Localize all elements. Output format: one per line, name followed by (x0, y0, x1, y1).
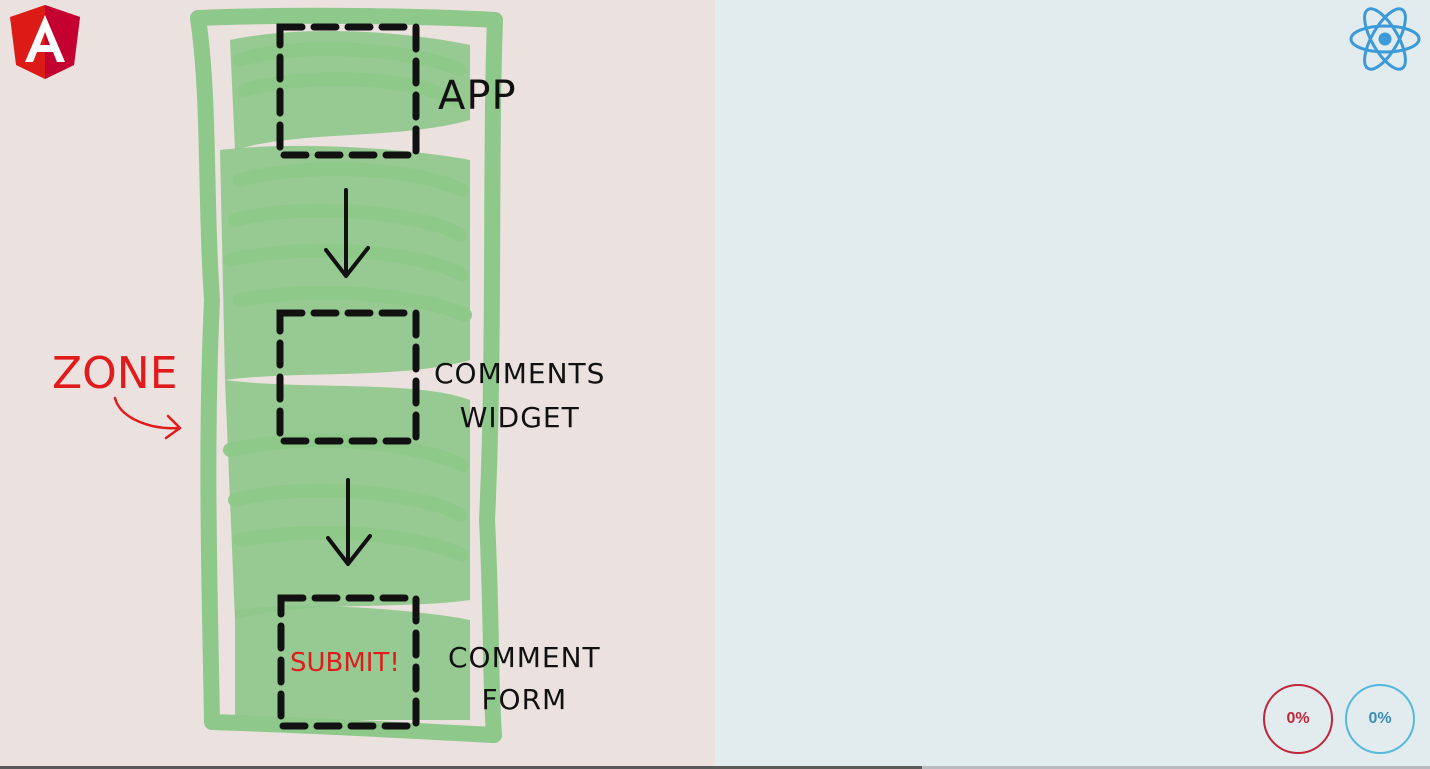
app-node-box (276, 23, 420, 159)
zone-pointer-arrow (113, 396, 182, 440)
angular-progress-text: 0% (1286, 710, 1310, 727)
node-label-comments-widget-line2: WIDGET (459, 401, 580, 434)
node-label-comment-form: COMMENT FORM (448, 637, 601, 721)
node-label-comment-form-line2: FORM (481, 683, 568, 716)
arrow-widget-to-form (326, 478, 372, 566)
node-label-comment-form-line1: COMMENT (448, 641, 601, 674)
zone-label: ZONE (52, 348, 178, 399)
playback-progress (0, 766, 922, 769)
node-label-comments-widget: COMMENTS WIDGET (434, 352, 605, 440)
comment-form-node-box (277, 594, 420, 730)
react-progress-indicator: 0% (1345, 684, 1415, 754)
angular-logo-icon (10, 5, 80, 79)
react-logo-icon (1349, 7, 1421, 71)
node-label-comments-widget-line1: COMMENTS (434, 357, 606, 390)
angular-progress-indicator: 0% (1263, 684, 1333, 754)
react-progress-text: 0% (1368, 710, 1392, 727)
react-pane (715, 0, 1430, 769)
arrow-app-to-widget (324, 188, 370, 278)
node-label-app: APP (438, 73, 517, 119)
zone-fill (220, 30, 472, 720)
submit-action-label: SUBMIT! (290, 648, 400, 678)
zone-border (190, 7, 503, 743)
comments-widget-node-box (276, 309, 420, 445)
zone-diagram (113, 7, 503, 743)
